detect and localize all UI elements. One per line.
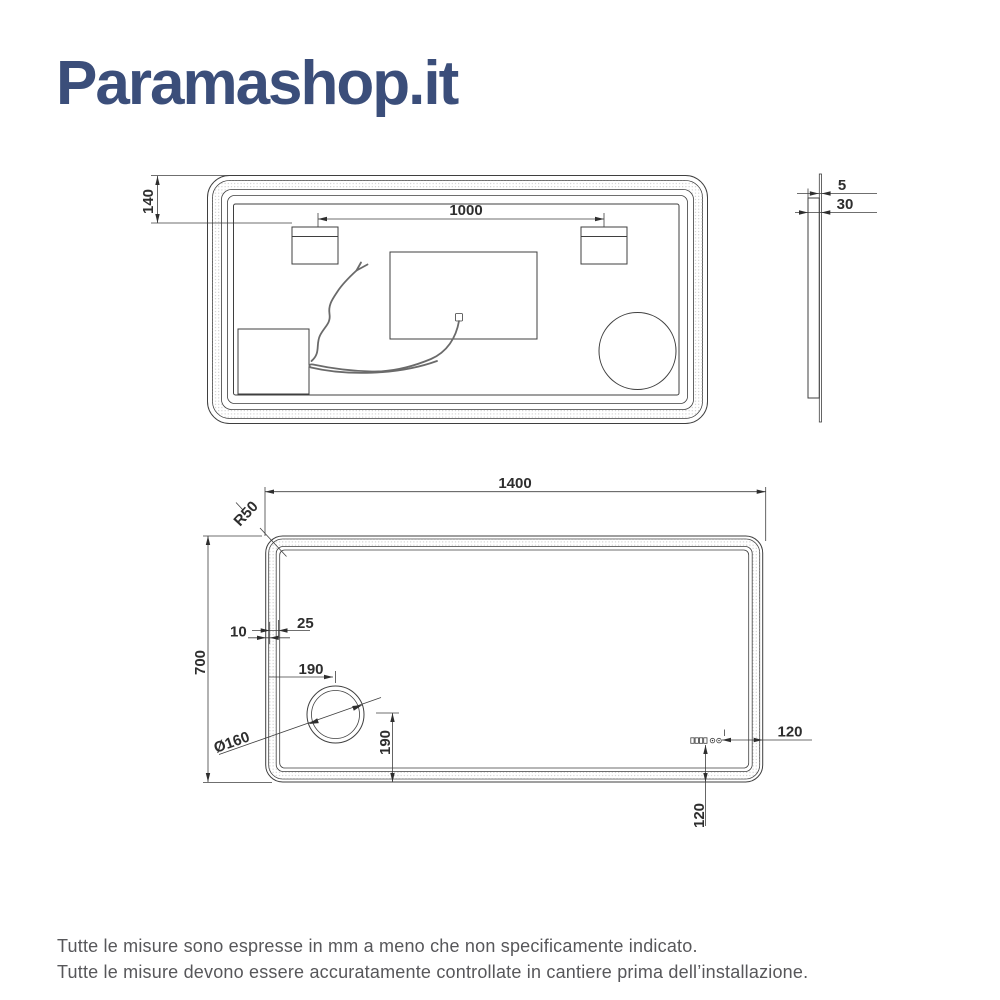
dim-label-120-h: 120 (777, 724, 802, 741)
touch-button-icon (709, 737, 716, 744)
touch-button-dot (711, 739, 714, 742)
dim-label-r50: R50 (230, 498, 261, 530)
dim-side-glass: 5 (797, 177, 877, 196)
touch-button-icon (716, 737, 722, 744)
touch-control-panel (690, 737, 722, 744)
hanging-bracket-left (291, 226, 339, 265)
defogger-pad (598, 312, 677, 390)
dim-controls-from-bottom: 120 (691, 745, 708, 828)
dim-front-width: 1400 (264, 475, 767, 541)
dim-label-30: 30 (837, 196, 854, 213)
dim-rear-top-offset: 140 (140, 175, 292, 224)
dim-label-25: 25 (297, 615, 314, 632)
junction-box (237, 328, 310, 395)
side-view-drawing: 5 30 (795, 173, 877, 423)
dim-magnifier-from-left: 190 (269, 661, 336, 683)
dim-front-led-offsets: 25 10 (230, 615, 314, 644)
cable-connector (455, 313, 463, 322)
led-display-icon (694, 737, 699, 744)
back-panel (233, 203, 680, 396)
dim-side-depth: 30 (795, 196, 877, 215)
front-view-drawing: 1400 R50 700 (192, 475, 812, 828)
dim-front-height: 700 (192, 535, 272, 783)
dim-label-1000: 1000 (449, 202, 482, 219)
magnifier-mirror (306, 685, 365, 744)
mirror-body-edge (807, 197, 820, 399)
led-display-icon (703, 737, 708, 744)
led-stipple-band (268, 539, 760, 780)
dim-label-120-v: 120 (691, 803, 708, 828)
led-display-icon (699, 737, 704, 744)
dim-label-d160: Ø160 (212, 728, 252, 756)
dim-label-190-v: 190 (377, 730, 394, 755)
dim-front-corner-radius: R50 (230, 498, 287, 557)
dim-label-140: 140 (140, 189, 157, 214)
note-line-2: Tutte le misure devono essere accuratame… (57, 962, 809, 982)
brand-logo: Paramashop.it (56, 49, 459, 118)
measurement-notes: Tutte le misure sono espresse in mm a me… (57, 933, 808, 985)
dim-controls-from-right: 120 (722, 724, 812, 743)
dim-rear-bracket-spacing: 1000 (317, 202, 605, 227)
dim-label-700: 700 (192, 650, 209, 675)
led-display-icon (690, 737, 695, 744)
dim-label-190-h: 190 (298, 661, 323, 678)
led-stipple-band (212, 180, 703, 419)
dim-label-10: 10 (230, 624, 247, 641)
note-line-1: Tutte le misure sono espresse in mm a me… (57, 936, 698, 956)
rear-view-drawing: 140 1000 (140, 175, 708, 424)
dim-label-5: 5 (838, 177, 846, 194)
driver-box (389, 251, 538, 340)
hanging-bracket-right (580, 226, 628, 265)
dim-label-1400: 1400 (498, 475, 531, 492)
dim-magnifier-from-bottom: 190 (376, 712, 399, 782)
touch-button-dot (718, 739, 720, 742)
cable-wires (308, 261, 460, 374)
